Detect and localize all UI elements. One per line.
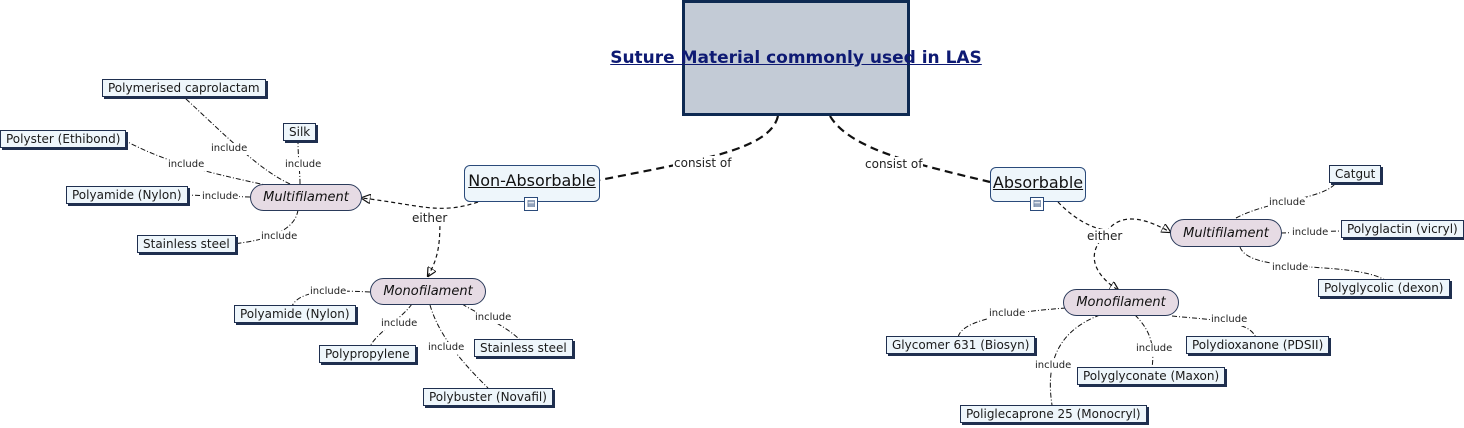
include-label: include — [167, 159, 206, 171]
include-label: include — [210, 143, 249, 155]
leaf-stainless-steel[interactable]: Stainless steel — [474, 339, 573, 357]
link-label-either: either — [411, 211, 449, 225]
leaf-polyster-ethibond[interactable]: Polyster (Ethibond) — [0, 130, 127, 148]
include-label: include — [309, 286, 348, 298]
na-monofilament-node[interactable]: Monofilament — [370, 278, 486, 305]
leaf-catgut[interactable]: Catgut — [1329, 165, 1382, 183]
leaf-polyglactin-vicryl[interactable]: Polyglactin (vicryl) — [1341, 220, 1464, 238]
include-label: include — [260, 231, 299, 243]
include-label: include — [1034, 360, 1073, 372]
leaf-silk[interactable]: Silk — [283, 123, 317, 141]
leaf-polyamide-nylon[interactable]: Polyamide (Nylon) — [234, 305, 356, 323]
leaf-polymerised-caprolactam[interactable]: Polymerised caprolactam — [102, 79, 266, 97]
na-multifilament-node[interactable]: Multifilament — [250, 184, 362, 211]
include-label: include — [1271, 262, 1310, 274]
leaf-polydioxanone-pdsii[interactable]: Polydioxanone (PDSII) — [1186, 336, 1330, 354]
include-label: include — [1291, 227, 1330, 239]
non-absorbable-label: Non-Absorbable — [468, 171, 596, 190]
absorbable-label: Absorbable — [992, 173, 1084, 192]
include-label: include — [201, 191, 240, 203]
map-title: Suture Material commonly used in LAS — [610, 0, 982, 116]
leaf-stainless-steel[interactable]: Stainless steel — [137, 235, 236, 253]
leaf-polybuster-novafil[interactable]: Polybuster (Novafil) — [423, 388, 553, 406]
leaf-polyglycolic-dexon[interactable]: Polyglycolic (dexon) — [1318, 279, 1450, 297]
link-label-either: either — [1086, 229, 1124, 243]
include-label: include — [1268, 197, 1307, 209]
leaf-polyglyconate-maxon[interactable]: Polyglyconate (Maxon) — [1077, 367, 1226, 385]
document-icon[interactable]: ▤ — [1030, 197, 1044, 211]
include-label: include — [427, 342, 466, 354]
a-multifilament-node[interactable]: Multifilament — [1170, 219, 1282, 247]
document-icon[interactable]: ▤ — [524, 197, 538, 211]
leaf-glycomer-631-biosyn[interactable]: Glycomer 631 (Biosyn) — [886, 336, 1036, 354]
include-label: include — [988, 308, 1027, 320]
link-label-consist-of: consist of — [864, 157, 924, 171]
leaf-poliglecaprone-25-monocryl[interactable]: Poliglecaprone 25 (Monocryl) — [960, 405, 1147, 423]
link-label-consist-of: consist of — [673, 156, 733, 170]
leaf-polypropylene[interactable]: Polypropylene — [319, 345, 416, 363]
include-label: include — [284, 159, 323, 171]
include-label: include — [380, 318, 419, 330]
include-label: include — [474, 312, 513, 324]
absorbable-node[interactable]: Absorbable ▤ — [990, 167, 1086, 211]
include-label: include — [1135, 343, 1174, 355]
a-monofilament-node[interactable]: Monofilament — [1063, 289, 1179, 316]
non-absorbable-node[interactable]: Non-Absorbable ▤ — [464, 165, 600, 211]
include-label: include — [1210, 314, 1249, 326]
leaf-polyamide-nylon[interactable]: Polyamide (Nylon) — [66, 186, 188, 204]
